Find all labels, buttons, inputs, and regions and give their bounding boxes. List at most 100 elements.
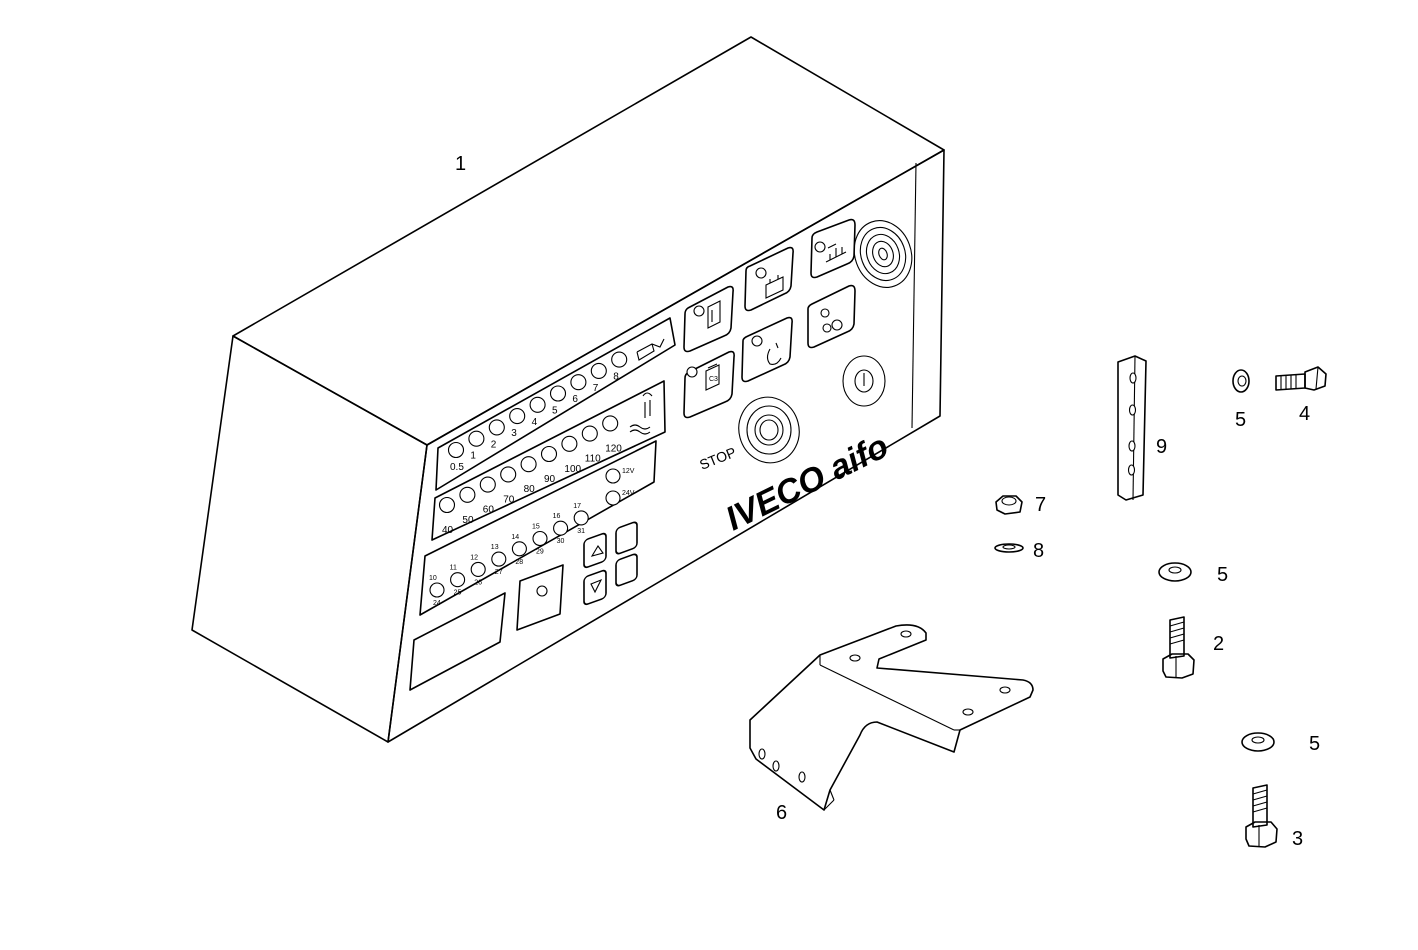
lock-washer-part-8 — [994, 543, 1024, 553]
oil-pressure-scale-label: 8 — [613, 372, 619, 383]
oil-pressure-led — [509, 408, 526, 425]
voltage-system-label: 12V — [622, 468, 635, 475]
lower-panel-controls — [409, 521, 638, 691]
voltage-scale-top-label: 14 — [511, 534, 519, 541]
voltage-scale-bottom-label: 31 — [577, 528, 585, 535]
temperature-scale-label: 90 — [544, 474, 556, 485]
oil-pressure-scale-label: 0.5 — [450, 462, 464, 473]
oil-pressure-led — [468, 430, 485, 447]
oil-pressure-scale-label: 1 — [470, 451, 476, 462]
callout-labels: 1 2 3 4 5 5 5 6 7 8 9 — [455, 153, 1320, 850]
oil-can-icon — [636, 338, 665, 361]
temperature-led — [540, 445, 558, 463]
voltage-scale-top-label: 13 — [491, 544, 499, 551]
callout-2: 2 — [1213, 633, 1224, 655]
bar-hole — [1128, 404, 1137, 416]
callout-6: 6 — [776, 802, 787, 824]
oil-pressure-led — [488, 419, 505, 436]
oil-pressure-led — [570, 374, 587, 391]
callout-5-bottom: 5 — [1309, 733, 1320, 755]
oil-pressure-scale-label: 5 — [552, 406, 558, 417]
oil-pressure-gauge-strip: 0.5 1 2 3 4 5 6 7 8 — [435, 317, 676, 491]
voltage-led — [532, 530, 548, 547]
bar-hole — [1127, 464, 1136, 476]
temperature-scale-label: 50 — [462, 515, 474, 526]
temperature-led — [520, 456, 537, 473]
warning-lamp-windows: C3 — [683, 218, 856, 419]
oil-pressure-scale-label: 7 — [593, 383, 599, 394]
callout-7: 7 — [1035, 494, 1046, 516]
temperature-led — [561, 435, 578, 452]
oil-pressure-led — [590, 362, 607, 379]
callout-9: 9 — [1156, 436, 1167, 458]
temperature-led — [479, 476, 496, 493]
voltage-scale-top-label: 11 — [450, 565, 457, 572]
temperature-led — [500, 466, 517, 483]
voltage-scale-top-label: 12 — [470, 554, 478, 561]
bar-hole — [1128, 440, 1136, 452]
voltage-scale-top-label: 15 — [532, 524, 540, 531]
voltage-scale-top-label: 17 — [573, 503, 581, 510]
voltage-led — [470, 561, 486, 577]
voltage-scale-bottom-label: 25 — [454, 590, 462, 597]
oil-pressure-scale-label: 2 — [491, 439, 497, 450]
callout-8: 8 — [1033, 540, 1044, 562]
callout-5-middle: 5 — [1217, 564, 1228, 586]
voltage-scale-bottom-label: 29 — [536, 549, 544, 556]
washer-part-5-middle — [1158, 562, 1192, 582]
bolt-part-2 — [1162, 616, 1195, 679]
bolt-part-4 — [1275, 366, 1327, 391]
callout-3: 3 — [1292, 828, 1303, 850]
temperature-scale-label: 40 — [442, 525, 454, 536]
oil-pressure-led — [549, 385, 567, 402]
voltage-led — [511, 541, 527, 557]
voltage-led — [553, 520, 569, 536]
brand-logo: IVECO aifo — [720, 427, 895, 538]
callout-5-top: 5 — [1235, 409, 1246, 431]
oil-pressure-led — [529, 396, 546, 413]
voltage-system-led — [605, 490, 621, 506]
oil-pressure-scale-label: 6 — [572, 394, 578, 405]
temperature-led — [602, 415, 619, 432]
temperature-scale-label: 70 — [503, 494, 515, 505]
oil-pressure-scale-label: 4 — [532, 417, 538, 428]
voltage-scale-bottom-label: 27 — [495, 569, 503, 576]
temperature-scale-label: 80 — [524, 484, 536, 495]
voltage-led — [491, 551, 507, 567]
bar-hole — [1129, 372, 1137, 384]
voltage-led — [450, 572, 466, 588]
temperature-scale-label: 110 — [585, 454, 601, 465]
callout-1: 1 — [455, 153, 466, 175]
key-switch — [842, 355, 886, 407]
control-box — [191, 36, 945, 743]
voltage-scale-top-label: 16 — [553, 513, 561, 520]
temperature-scale-label: 100 — [564, 464, 581, 475]
temperature-led — [459, 486, 476, 503]
voltage-led — [573, 510, 589, 526]
bolt-part-3 — [1245, 784, 1278, 848]
voltage-scale-bottom-label: 24 — [433, 600, 441, 607]
voltage-led — [429, 582, 445, 598]
voltage-scale-bottom-label: 30 — [557, 538, 565, 545]
temperature-led — [581, 425, 598, 442]
buzzer-speaker — [853, 220, 913, 288]
mounting-bracket-part-6 — [749, 624, 1034, 811]
thermometer-icon — [629, 392, 653, 435]
temperature-led — [438, 496, 456, 514]
voltage-system-led — [605, 468, 621, 484]
washer-part-5-bottom — [1241, 732, 1275, 752]
voltage-scale-bottom-label: 26 — [474, 579, 482, 586]
callout-4: 4 — [1299, 403, 1310, 425]
washer-part-5-top — [1232, 369, 1250, 393]
voltage-system-label: 24V — [622, 490, 635, 497]
voltage-scale-bottom-label: 28 — [515, 559, 523, 566]
svg-text:C3: C3 — [709, 376, 718, 383]
voltage-scale-top-label: 10 — [429, 575, 437, 582]
oil-pressure-scale-label: 3 — [511, 428, 517, 439]
temperature-scale-label: 60 — [483, 505, 495, 516]
nut-part-7 — [995, 495, 1023, 515]
flat-bar — [1117, 355, 1147, 501]
